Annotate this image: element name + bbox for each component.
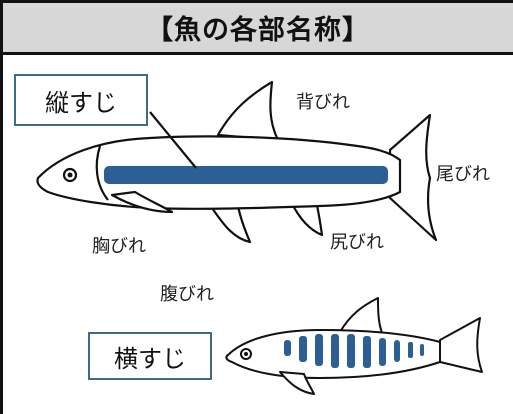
caudal-fin-label: 尾びれ bbox=[436, 164, 490, 185]
anal-fin-label: 尻びれ bbox=[330, 232, 384, 253]
small-caudal-fin bbox=[439, 317, 483, 373]
dorsal-fin-label: 背びれ bbox=[296, 92, 350, 113]
pelvic-fin-label: 腹びれ bbox=[160, 284, 214, 305]
transverse-stripe-label: 横すじ bbox=[88, 332, 212, 380]
page-title: 【魚の各部名称】 bbox=[146, 15, 370, 46]
small-dorsal-fin bbox=[339, 297, 385, 339]
longitudinal-stripe-label: 縦すじ bbox=[14, 74, 148, 126]
dorsal-fin-shape bbox=[216, 80, 280, 142]
transverse-stripe-bars bbox=[284, 334, 424, 368]
gill-line bbox=[95, 145, 109, 201]
pointer-line bbox=[149, 111, 197, 169]
small-lower-fin bbox=[279, 371, 315, 395]
pectoral-fin-label: 胸びれ bbox=[92, 236, 146, 257]
pectoral-fin-shape bbox=[110, 190, 174, 214]
large-fish bbox=[36, 80, 438, 244]
title-bar: 【魚の各部名称】 bbox=[3, 3, 513, 55]
longitudinal-stripe-band bbox=[104, 166, 388, 184]
caudal-fin-shape bbox=[388, 113, 438, 242]
pelvic-fin-shape bbox=[210, 204, 252, 244]
